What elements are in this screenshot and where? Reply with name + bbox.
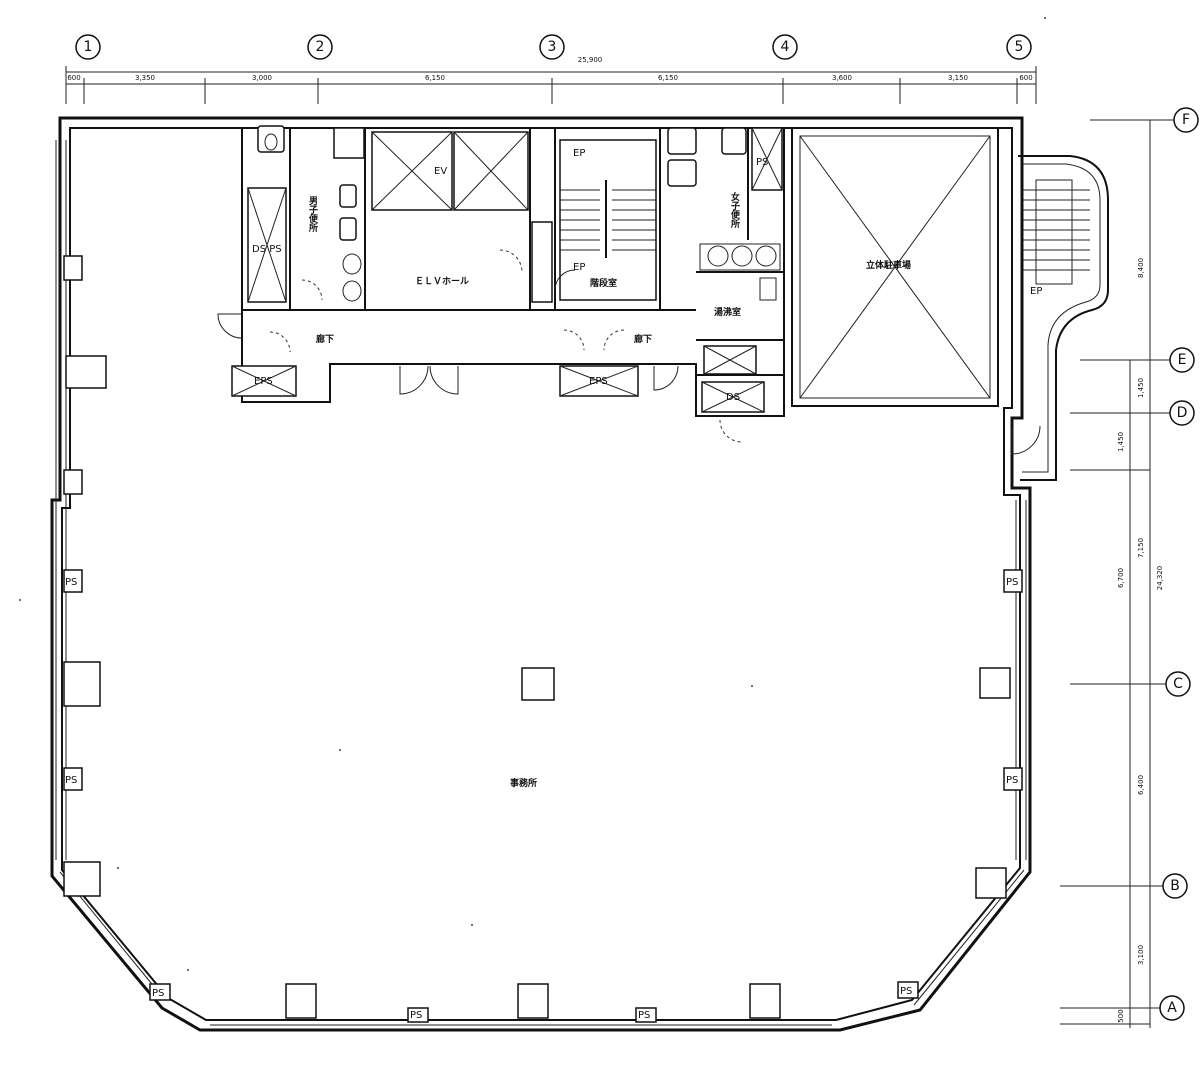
top-dim-4: 6,150 (425, 74, 445, 82)
stair-room-label: 階段室 (590, 277, 617, 289)
right-dim-3: 1,450 (1117, 432, 1125, 452)
ps-labels: PS PS PS PS PS PS PS PS (65, 577, 1018, 1021)
female-toilet: 女子便所 PS (667, 127, 783, 271)
center-column (521, 667, 555, 701)
top-dim-3: 3,000 (252, 74, 272, 82)
right-dim-7: 3,100 (1137, 945, 1145, 965)
svg-text:DS: DS (726, 392, 740, 403)
corridor-left-label: 廊下 (316, 333, 334, 345)
right-dim-2: 1,450 (1137, 378, 1145, 398)
right-dim-5: 6,700 (1117, 568, 1125, 588)
top-dim-7: 3,150 (948, 74, 968, 82)
right-dim-4: 7,150 (1137, 538, 1145, 558)
grid-bubble-col-1: 1 (75, 34, 101, 60)
top-dim-2: 3,350 (135, 74, 155, 82)
svg-text:EV: EV (434, 166, 447, 177)
grid-bubble-row-D: D (1169, 400, 1195, 426)
svg-text:PS: PS (1006, 775, 1018, 786)
grid-bubble-col-3: 3 (539, 34, 565, 60)
grid-bubble-row-A: A (1159, 995, 1185, 1021)
svg-text:PS: PS (900, 986, 912, 997)
parking-label: 立体駐車場 (866, 259, 911, 271)
svg-text:2: 2 (316, 39, 325, 55)
right-dim-6: 6,400 (1137, 775, 1145, 795)
office-label: 事務所 (510, 777, 537, 789)
perimeter-columns (63, 255, 1023, 1023)
stair-treads (560, 180, 656, 258)
scan-specks (19, 17, 1046, 971)
corridor-right-label: 廊下 (634, 333, 652, 345)
external-stair: EP (1018, 155, 1109, 481)
top-dim-1: 600 (67, 74, 80, 82)
top-dim-6: 3,600 (832, 74, 852, 82)
female-wc-label: 女子便所 (729, 191, 740, 229)
column-grid-bubbles: 1 2 3 4 5 (75, 34, 1032, 60)
svg-text:PS: PS (152, 988, 164, 999)
grid-bubble-col-4: 4 (772, 34, 798, 60)
svg-text:PS: PS (756, 157, 768, 168)
svg-text:EPS: EPS (254, 376, 273, 387)
male-wc-label: 男子便所 (307, 196, 318, 233)
svg-text:4: 4 (781, 39, 790, 55)
grid-bubble-row-E: E (1169, 347, 1195, 373)
right-dimension-lines: 8,400 1,450 1,450 7,150 6,700 6,400 3,10… (1060, 119, 1175, 1028)
svg-text:EP: EP (573, 262, 585, 273)
svg-text:DS PS: DS PS (252, 244, 282, 255)
top-dim-8: 600 (1019, 74, 1032, 82)
stair-core: 階段室 EP EP (531, 139, 657, 303)
core-walls (241, 128, 785, 417)
right-dim-1: 8,400 (1137, 258, 1145, 278)
doors (217, 249, 1041, 455)
svg-text:EPS: EPS (589, 376, 608, 387)
top-dimension-line: 25,900 600 3,350 3,000 6,150 6,150 3,600… (65, 56, 1037, 104)
parking-structure: 立体駐車場 (791, 127, 999, 407)
svg-text:5: 5 (1015, 39, 1024, 55)
pantry-label: 湯沸室 (714, 306, 741, 318)
svg-text:PS: PS (638, 1010, 650, 1021)
top-dim-5: 6,150 (658, 74, 678, 82)
elevator-shafts: EV (371, 131, 529, 211)
right-total-dimension: 24,320 (1156, 566, 1164, 591)
svg-text:EP: EP (1030, 286, 1042, 297)
svg-text:3: 3 (548, 39, 557, 55)
pantry: 湯沸室 DS (701, 277, 777, 413)
male-toilet: 男子便所 (257, 125, 365, 302)
grid-bubble-col-2: 2 (307, 34, 333, 60)
grid-bubble-col-5: 5 (1006, 34, 1032, 60)
svg-text:PS: PS (410, 1010, 422, 1021)
grid-bubble-row-F: F (1173, 107, 1199, 133)
svg-text:F: F (1182, 112, 1190, 128)
top-total-dimension: 25,900 (578, 56, 603, 64)
grid-bubble-row-B: B (1162, 873, 1188, 899)
elv-hall-label: ＥＬＶホール (415, 276, 469, 287)
grid-bubble-row-C: C (1165, 671, 1191, 697)
ds-ps-shaft: DS PS (247, 187, 287, 303)
svg-text:C: C (1173, 676, 1183, 692)
svg-text:A: A (1167, 1000, 1177, 1016)
eps-boxes: EPS EPS (231, 365, 639, 397)
svg-text:PS: PS (65, 577, 77, 588)
svg-text:E: E (1178, 352, 1187, 368)
right-dim-8: 500 (1117, 1009, 1125, 1022)
svg-text:PS: PS (1006, 577, 1018, 588)
svg-text:D: D (1177, 405, 1188, 421)
svg-text:EP: EP (573, 148, 585, 159)
svg-text:PS: PS (65, 775, 77, 786)
svg-text:1: 1 (84, 39, 93, 55)
svg-text:B: B (1170, 878, 1180, 894)
row-grid-bubbles: F E D C B A (1159, 107, 1199, 1021)
